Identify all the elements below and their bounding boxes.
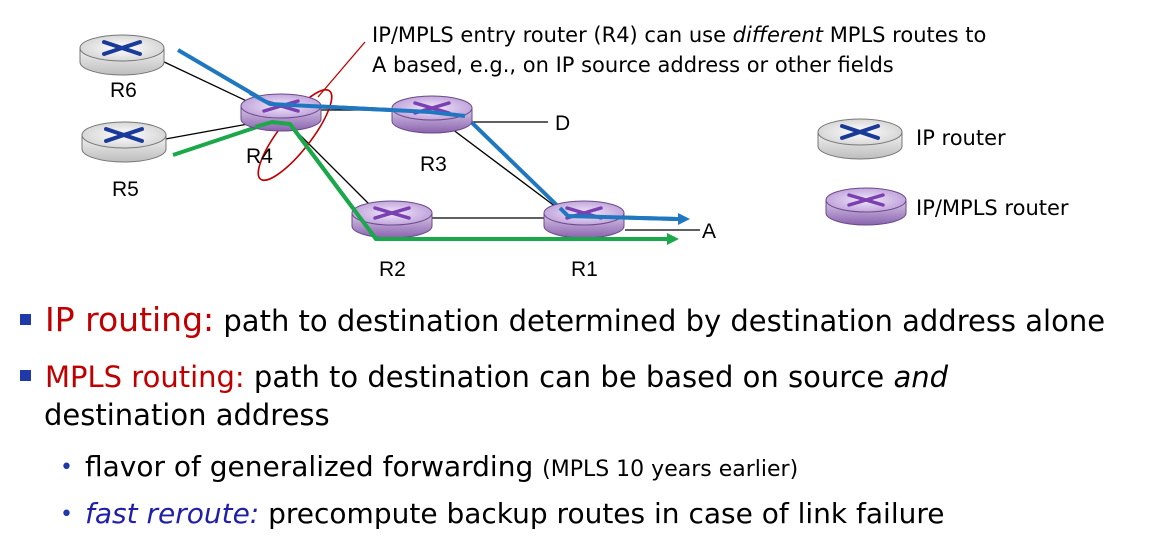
bullet-mpls-routing-italic: and (893, 360, 949, 394)
bullet-mpls-routing-text: path to destination can be based on sour… (244, 360, 894, 394)
dot-bullet-icon: • (60, 502, 73, 527)
sub-bullet-2-text: precompute backup routes in case of link… (259, 497, 945, 530)
router-r1-icon (543, 200, 625, 239)
bullet-mpls-routing: MPLS routing: path to destination can be… (20, 358, 1140, 434)
annotation-text-line1: IP/MPLS entry router (R4) can use differ… (372, 23, 986, 47)
bullet-ip-routing-text: path to destination determined by destin… (214, 304, 1106, 338)
router-r2-label: R2 (379, 258, 406, 281)
router-r5-label: R5 (112, 178, 139, 201)
sub-bullet-2-head: fast reroute: (84, 497, 260, 530)
router-r3-label: R3 (420, 153, 447, 176)
sub-bullet-generalized-forwarding: • flavor of generalized forwarding (MPLS … (60, 447, 798, 490)
bullet-mpls-routing-head: MPLS routing: (45, 360, 245, 394)
dest-a-label: A (702, 220, 716, 243)
square-bullet-icon (20, 369, 31, 381)
router-r4-label: R4 (246, 145, 273, 168)
router-r4-icon (240, 93, 322, 132)
bullet-ip-routing-head: IP routing: (45, 300, 215, 339)
legend-ip-router-icon (817, 118, 903, 160)
sub-bullet-1-small: (MPLS 10 years earlier) (542, 457, 799, 482)
router-r1-label: R1 (571, 258, 598, 281)
router-r5-icon (81, 121, 167, 163)
sub-bullet-1-text: flavor of generalized forwarding (84, 450, 543, 483)
legend-mpls-router-label: IP/MPLS router (916, 196, 1069, 220)
bullet-ip-routing: IP routing: path to destination determin… (20, 298, 1105, 343)
legend-ip-router-label: IP router (916, 126, 1006, 150)
sub-bullet-fast-reroute: • fast reroute: precompute backup routes … (60, 494, 944, 537)
router-r2-icon (351, 200, 433, 239)
legend-mpls-router-icon (825, 187, 907, 226)
green-arrowhead (667, 233, 679, 245)
dot-bullet-icon: • (60, 455, 73, 480)
dest-d-label: D (555, 112, 570, 135)
network-diagram: R6 R5 R4 R3 R2 R1 D A IP/MPLS entry rout… (79, 23, 1069, 281)
annotation-text-line2: A based, e.g., on IP source address or o… (372, 53, 894, 77)
bullet-mpls-routing-text2: destination address (44, 398, 330, 432)
router-r6-label: R6 (110, 79, 137, 102)
router-r6-icon (79, 34, 165, 76)
blue-arrowhead (678, 213, 690, 225)
square-bullet-icon (20, 313, 31, 325)
annotation-leader (317, 41, 366, 98)
